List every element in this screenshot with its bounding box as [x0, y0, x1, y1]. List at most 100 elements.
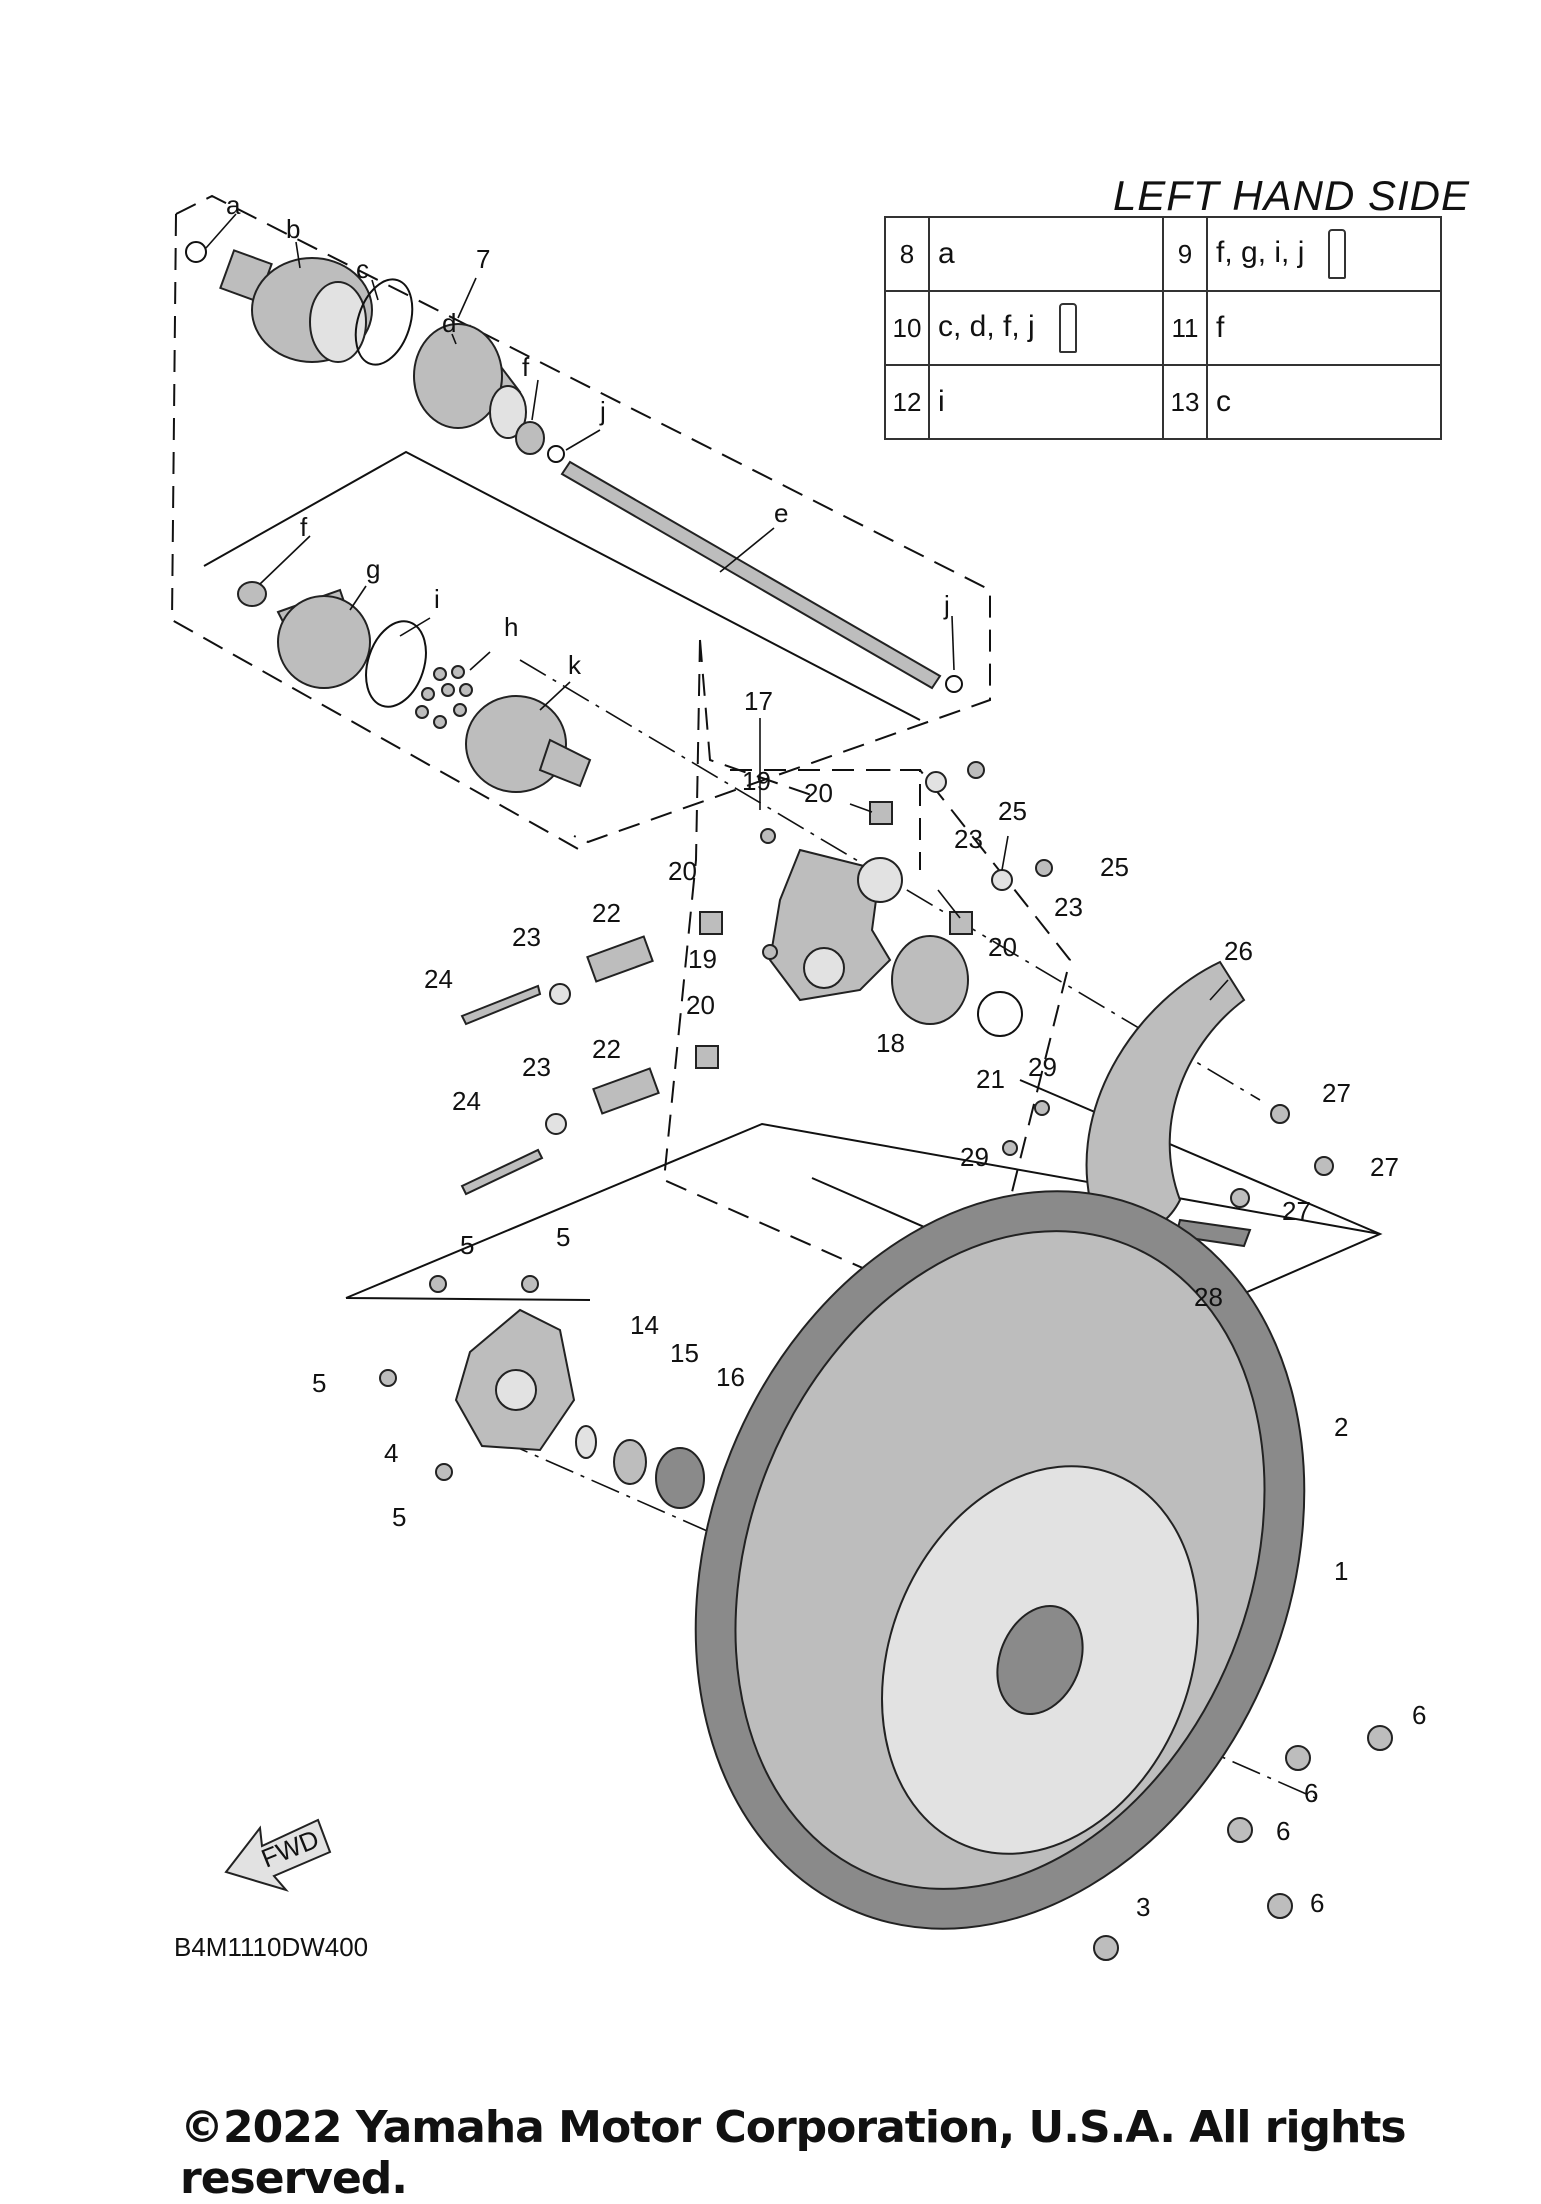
- callout-19-upper: 19: [742, 766, 771, 796]
- driveshaft-assembly-frame: [170, 194, 991, 851]
- callout-k: k: [568, 650, 582, 680]
- legend-parts-list: f: [1206, 290, 1442, 366]
- callout-2: 2: [1334, 1412, 1348, 1442]
- nut-25-lower: [1035, 859, 1053, 877]
- callout-22-lower: 22: [592, 1034, 621, 1064]
- hub-nut-16: [655, 1447, 705, 1509]
- callout-7: 7: [476, 244, 490, 274]
- callout-19-lower: 19: [688, 944, 717, 974]
- boot-band-c: [354, 278, 414, 366]
- hub-bolt-5-d: [435, 1463, 453, 1481]
- legend-parts-list: i: [928, 364, 1164, 440]
- hub-bolt-5-c: [379, 1369, 397, 1387]
- legend-parts-list: c, d, f, j: [928, 290, 1164, 366]
- legend-ref-number: 9: [1162, 216, 1208, 292]
- callout-27-c: 27: [1282, 1196, 1311, 1226]
- outer-cv-joint-k: [465, 695, 592, 793]
- callout-f-upper: f: [522, 352, 530, 382]
- legend-title: LEFT HAND SIDE: [1112, 172, 1470, 219]
- legend-ref-number: 11: [1162, 290, 1208, 366]
- legend-parts-text: f, g, i, j: [1216, 235, 1305, 269]
- circlip-j-upper: [547, 445, 565, 463]
- circlip-a: [185, 241, 207, 263]
- callout-26: 26: [1224, 936, 1253, 966]
- callout-j-lower: j: [943, 590, 950, 620]
- callout-29-b: 29: [960, 1142, 989, 1172]
- callout-17: 17: [744, 686, 773, 716]
- callout-27-a: 27: [1322, 1078, 1351, 1108]
- bearing-balls-h: [415, 665, 473, 729]
- callout-23-d: 23: [522, 1052, 551, 1082]
- callout-labels: a b c d 7 f j e f g i h k j 17 19 20 25 …: [226, 190, 1426, 1922]
- callout-6-d: 6: [1310, 1888, 1324, 1918]
- circlip-21: [977, 991, 1023, 1037]
- bolt-24-upper: [460, 984, 542, 1026]
- callout-20-d: 20: [686, 990, 715, 1020]
- callout-22-upper: 22: [592, 898, 621, 928]
- hub-bolt-5-b: [521, 1275, 539, 1293]
- boot-band-i: [365, 620, 427, 708]
- callout-5-d: 5: [392, 1502, 406, 1532]
- callout-6-a: 6: [1412, 1700, 1426, 1730]
- callout-27-b: 27: [1370, 1152, 1399, 1182]
- spacer-15: [613, 1439, 647, 1485]
- wheel-bearing-18: [891, 935, 969, 1025]
- legend-ref-number: 10: [884, 290, 930, 366]
- drive-shaft-e: [560, 460, 942, 690]
- callout-15: 15: [670, 1338, 699, 1368]
- callout-3: 3: [1136, 1892, 1150, 1922]
- callout-g: g: [366, 554, 380, 584]
- inner-cv-joint-b: [219, 249, 373, 363]
- callout-16: 16: [716, 1362, 745, 1392]
- callout-5-a: 5: [460, 1230, 474, 1260]
- callout-28: 28: [1194, 1282, 1223, 1312]
- outer-joint-frame: [203, 450, 921, 721]
- washer-23-d: [545, 1113, 567, 1135]
- wheel-hub-4: [454, 1308, 576, 1452]
- callout-20-c: 20: [988, 932, 1017, 962]
- lug-nut-6-c: [1227, 1817, 1253, 1843]
- diagram-code: B4M1110DW400: [174, 1932, 369, 1962]
- nut-25-upper: [967, 761, 985, 779]
- lug-nut-6-b: [1285, 1745, 1311, 1771]
- callout-25-lower: 25: [1100, 852, 1129, 882]
- leader-lines: [205, 213, 1229, 1001]
- lug-nut-6-a: [1367, 1725, 1393, 1751]
- callout-23-c: 23: [512, 922, 541, 952]
- bolt-24-lower: [460, 1148, 544, 1196]
- legend-parts-text: a: [938, 237, 955, 270]
- circlip-j-lower: [945, 675, 963, 693]
- callout-29-a: 29: [1028, 1052, 1057, 1082]
- legend-ref-number: 8: [884, 216, 930, 292]
- callout-4: 4: [384, 1438, 398, 1468]
- legend-parts-text: c, d, f, j: [938, 309, 1035, 343]
- washer-14: [575, 1425, 597, 1459]
- legend-parts-text: f: [1216, 311, 1225, 344]
- wheel-rim-1: [881, 1465, 1199, 1855]
- center-axis-line: [519, 659, 1261, 1101]
- callout-e: e: [774, 498, 788, 528]
- boot-band-f-upper: [515, 421, 545, 455]
- bolt-27-c: [1230, 1188, 1250, 1208]
- screw-29-b: [1002, 1140, 1018, 1156]
- legend-parts-list: f, g, i, j: [1206, 216, 1442, 292]
- washer-23-a: [925, 771, 947, 793]
- collar-22-lower: [592, 1067, 660, 1115]
- callout-23-a: 23: [954, 824, 983, 854]
- copyright-notice: ©2022 Yamaha Motor Corporation, U.S.A. A…: [180, 2102, 1407, 2204]
- screw-29-a: [1034, 1100, 1050, 1116]
- collar-22-upper: [586, 935, 654, 983]
- callout-i: i: [434, 584, 440, 614]
- callout-d: d: [442, 308, 456, 338]
- callout-20-a: 20: [804, 778, 833, 808]
- callout-6-b: 6: [1304, 1778, 1318, 1808]
- callout-c: c: [356, 254, 369, 284]
- legend-parts-text: c: [1216, 385, 1231, 418]
- callout-h: h: [504, 612, 518, 642]
- grease-nipple-19-lower: [762, 944, 778, 960]
